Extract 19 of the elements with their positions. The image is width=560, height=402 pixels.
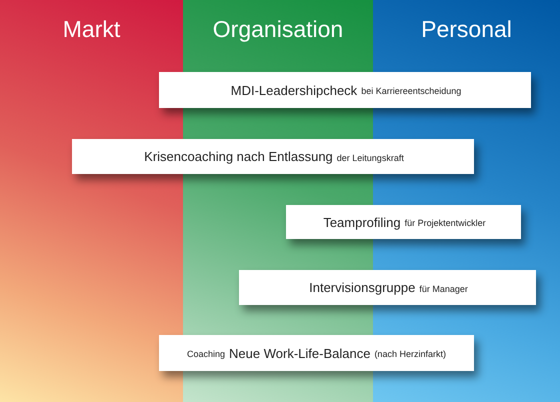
service-detail: für Projektentwickler xyxy=(404,218,486,228)
service-card xyxy=(239,270,536,305)
service-detail: (nach Herzinfarkt) xyxy=(374,349,446,359)
column-heading: Personal xyxy=(421,16,512,43)
service-card xyxy=(72,139,474,174)
service-card xyxy=(159,335,474,371)
service-detail: Coaching xyxy=(187,349,226,359)
service-detail: bei Karriereentscheidung xyxy=(361,86,462,96)
service-card xyxy=(286,205,521,239)
service-card xyxy=(159,72,531,108)
service-title: Neue Work-Life-Balance xyxy=(229,346,370,360)
service-title: Krisencoaching nach Entlassung xyxy=(144,149,333,164)
service-title: MDI-Leadershipcheck xyxy=(230,82,358,98)
service-title: Teamprofiling xyxy=(323,214,401,230)
service-detail: für Manager xyxy=(419,284,468,294)
service-title: Intervisionsgruppe xyxy=(309,280,416,295)
column-heading: Organisation xyxy=(212,16,344,43)
service-detail: der Leitungskraft xyxy=(336,152,404,162)
column-heading: Markt xyxy=(62,16,120,43)
